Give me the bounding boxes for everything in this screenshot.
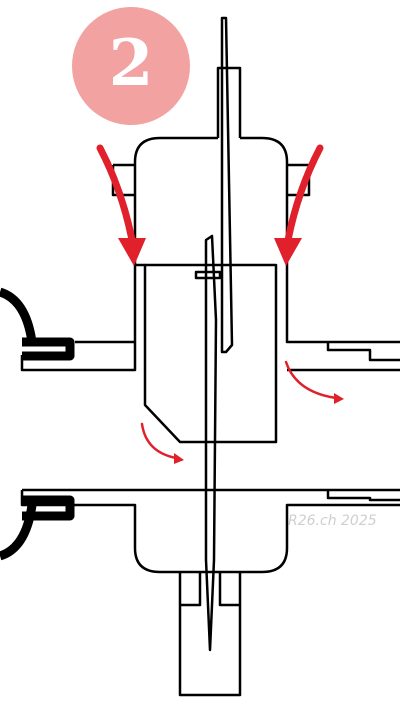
credit-watermark: R26.ch 2025 — [288, 513, 377, 529]
upper-sleeve — [216, 66, 242, 138]
press-arrow-icon — [274, 238, 302, 266]
flow-arrow-icon — [174, 453, 184, 464]
valve-body-outline — [20, 136, 400, 372]
flow-arrow-icon — [140, 422, 178, 460]
left-hose-upper — [0, 287, 37, 343]
press-arrow-icon — [96, 144, 136, 244]
flow-arrow-icon — [284, 360, 338, 400]
flow-arrow-icon — [334, 393, 344, 404]
lower-right-port — [326, 490, 400, 502]
lower-tube — [178, 572, 242, 697]
step-number: 2 — [108, 26, 154, 101]
piston-block — [143, 263, 278, 444]
left-hose-grip-lower — [22, 495, 75, 521]
central-rod — [220, 16, 234, 354]
piston-slot — [194, 270, 222, 280]
press-arrow-icon — [118, 238, 146, 266]
upper-right-port — [326, 342, 400, 362]
step-badge: 2 — [72, 7, 190, 125]
left-hose-grip-upper — [22, 337, 75, 361]
needle — [204, 234, 218, 652]
press-arrow-icon — [284, 144, 324, 244]
lower-chamber — [20, 488, 400, 574]
